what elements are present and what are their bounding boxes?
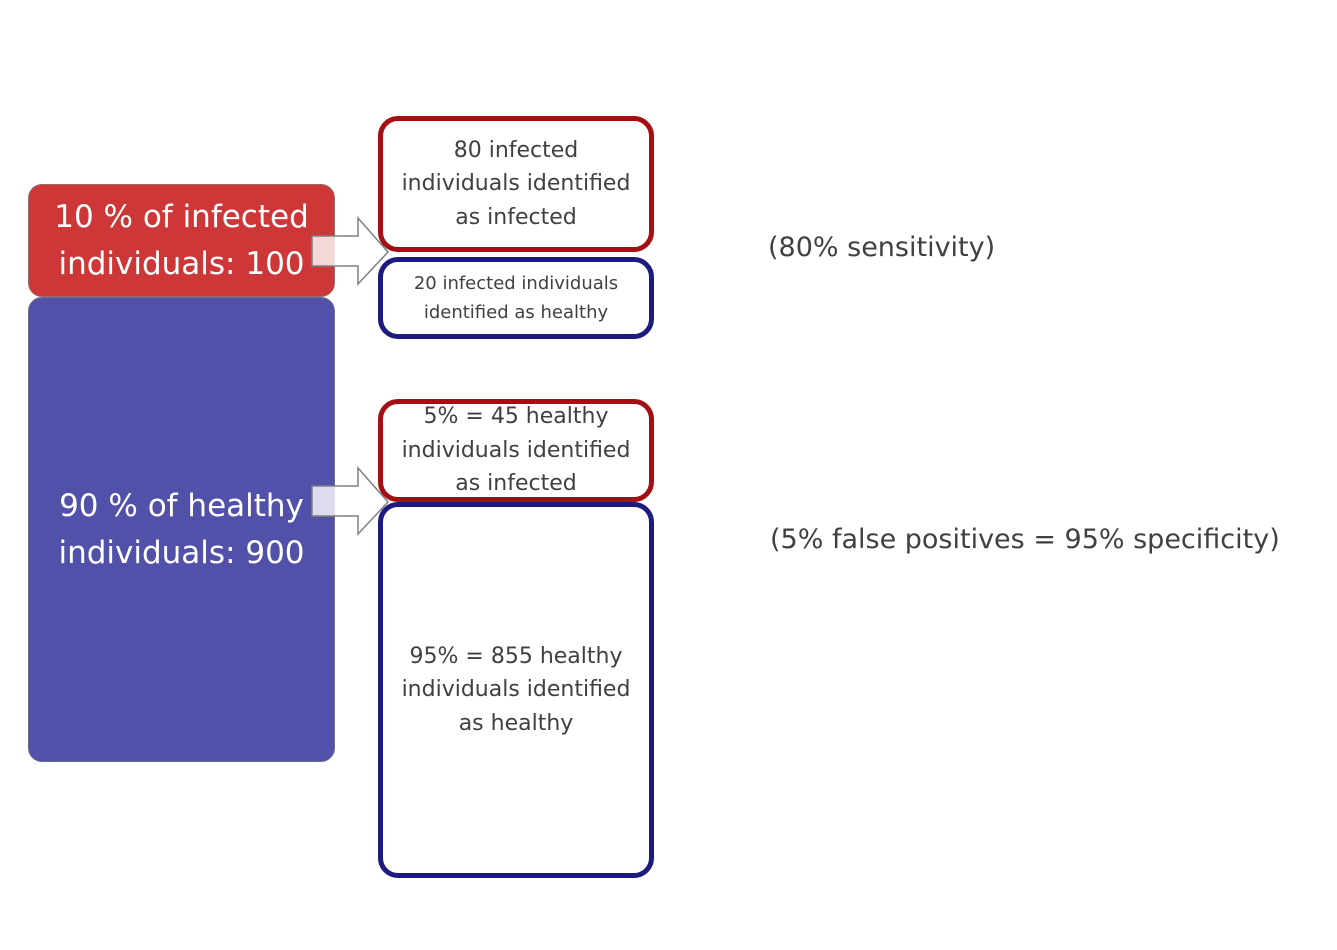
infected-population-box: 10 % of infected individuals: 100 <box>28 184 335 297</box>
healthy-population-line1: 90 % of healthy <box>59 487 304 524</box>
healthy-population-line2: individuals: 900 <box>58 534 305 571</box>
healthy-split-arrow-icon <box>311 466 390 536</box>
healthy-identified-infected-text: 5% = 45 healthy individuals identified a… <box>401 404 631 497</box>
infected-identified-infected-box: 80 infected individuals identified as in… <box>378 116 654 252</box>
infected-identified-healthy-box: 20 infected individuals identified as he… <box>378 257 654 339</box>
healthy-population-label: 90 % of healthy individuals: 900 <box>58 483 304 577</box>
infected-population-line2: individuals: 100 <box>58 245 305 282</box>
healthy-identified-infected-box: 5% = 45 healthy individuals identified a… <box>378 399 654 502</box>
infected-identified-infected-text: 80 infected individuals identified as in… <box>401 137 631 230</box>
infected-identified-healthy-text: 20 infected individuals identified as he… <box>413 273 619 323</box>
healthy-identified-healthy-text: 95% = 855 healthy individuals identified… <box>401 643 631 736</box>
infected-population-label: 10 % of infected individuals: 100 <box>54 194 309 288</box>
infected-population-line1: 10 % of infected <box>54 198 309 235</box>
specificity-note: (5% false positives = 95% specificity) <box>770 524 1280 555</box>
sensitivity-note: (80% sensitivity) <box>768 232 996 263</box>
healthy-identified-healthy-box: 95% = 855 healthy individuals identified… <box>378 502 654 878</box>
infected-split-arrow-icon <box>311 216 390 286</box>
healthy-population-box: 90 % of healthy individuals: 900 <box>28 297 335 762</box>
